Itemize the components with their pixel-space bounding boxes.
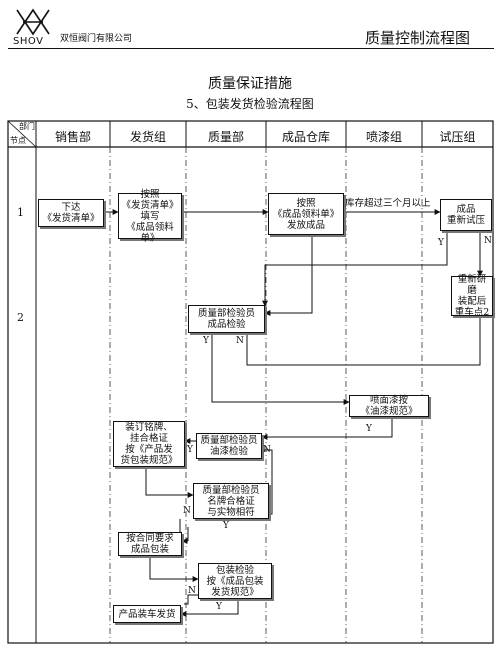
box-product-packaging: 按合同要求 成品包装 xyxy=(118,532,182,556)
box-issue-shipping-list: 下达 《发货清单》 xyxy=(38,199,104,227)
label-n-paint-inspection: N xyxy=(263,445,271,455)
node-number-2: 2 xyxy=(17,311,24,324)
node-number-1: 1 xyxy=(17,206,24,219)
box-regrind-reassemble: 重新研磨 装配后 重车点2 xyxy=(451,274,493,318)
label-y-packaging: Y xyxy=(216,602,222,612)
label-y-retest: Y xyxy=(438,238,444,248)
label-y-inspection: Y xyxy=(203,336,209,346)
box-topcoat-painting: 喷面漆按 《油漆规范》 xyxy=(349,395,429,417)
corner-node-label: 节点 xyxy=(10,136,26,145)
box-load-and-ship: 产品装车发货 xyxy=(113,605,181,623)
box-packaging-inspection: 包装检验 按《成品包装 发货规范》 xyxy=(198,563,272,599)
lane-header-pressure-test: 试压组 xyxy=(439,130,476,144)
document-title: 质量控制流程图 xyxy=(365,29,471,47)
company-name: 双恒阀门有限公司 xyxy=(60,34,133,44)
page-title: 质量保证措施 xyxy=(208,76,292,92)
corner-dept-label: 部门 xyxy=(19,122,35,131)
lane-header-sales: 销售部 xyxy=(54,130,91,144)
label-y-paint-inspection: Y xyxy=(187,445,193,455)
label-n-nameplate: N xyxy=(183,506,191,516)
label-y-paint: Y xyxy=(366,424,372,434)
box-nameplate-verification: 质量部检验员 名牌合格证 与实物相符 xyxy=(193,483,269,519)
box-paint-inspection: 质量部检验员 油漆检验 xyxy=(196,433,262,459)
box-product-inspection: 质量部检验员 成品检验 xyxy=(188,305,265,333)
lane-header-painting: 喷漆组 xyxy=(365,130,402,144)
box-retest-pressure: 成品 重新试压 xyxy=(440,199,492,231)
label-y-nameplate: Y xyxy=(223,521,229,531)
lane-header-warehouse: 成品仓库 xyxy=(281,130,330,144)
label-storage-over-three-months: 库存超过三个月以上 xyxy=(345,198,431,209)
company-logo xyxy=(16,8,50,36)
label-n-retest: N xyxy=(484,236,492,246)
lane-header-quality: 质量部 xyxy=(207,130,244,144)
box-fill-requisition: 按照 《发货清单》 填写 《成品领料单》 xyxy=(118,189,182,244)
header-rule xyxy=(8,48,494,49)
box-release-goods: 按照 《成品领料单》 发放成品 xyxy=(268,193,344,235)
label-n-packaging: N xyxy=(188,586,196,596)
box-nameplate-certificate: 装订铭牌、 挂合格证 按《产品发 货包装规范》 xyxy=(113,421,185,467)
lane-header-shipping: 发货组 xyxy=(129,130,166,144)
logo-text: SHOV xyxy=(13,36,44,47)
page-subtitle: 5、包装发货检验流程图 xyxy=(186,97,314,111)
label-n-inspection: N xyxy=(236,336,244,346)
